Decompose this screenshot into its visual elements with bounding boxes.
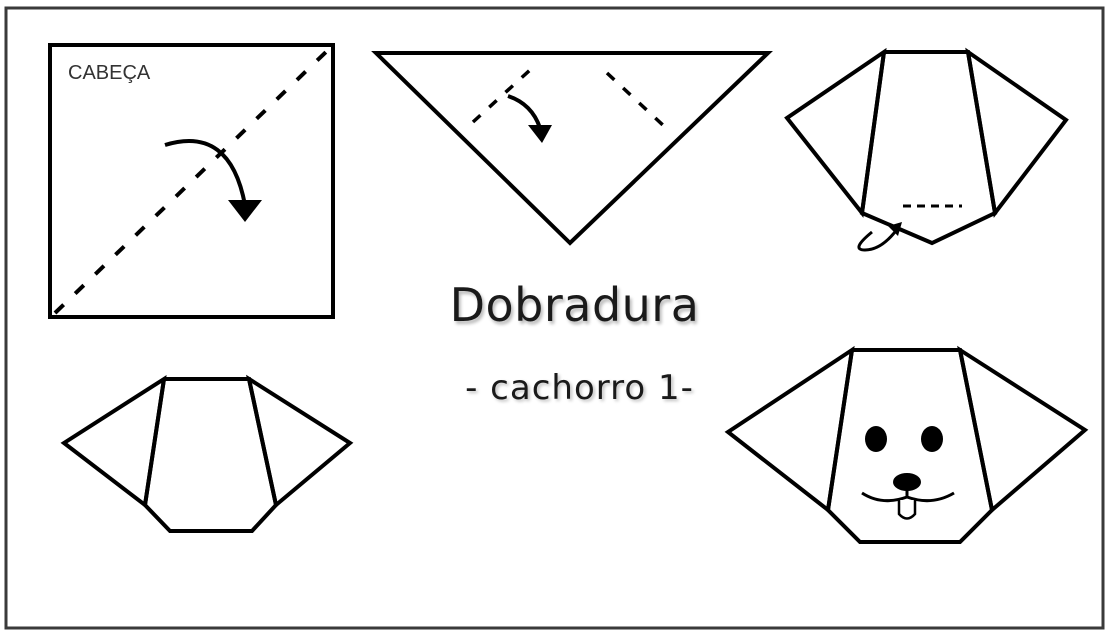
- tongue: [899, 500, 915, 519]
- arrow-head-icon: [228, 200, 262, 222]
- fold-line-left: [473, 70, 530, 122]
- fold-line-right: [607, 73, 665, 127]
- page-title: Dobradura: [0, 278, 1109, 332]
- fold-arrow-icon: [508, 96, 540, 128]
- right-eye: [921, 426, 943, 452]
- right-ear: [968, 52, 1066, 213]
- fold-arrow-icon: [859, 228, 898, 250]
- left-eye: [865, 426, 887, 452]
- left-ear: [787, 52, 884, 213]
- page-subtitle: - cachorro 1-: [0, 368, 1109, 408]
- paper-triangle: [376, 53, 768, 243]
- step-1-square: [50, 45, 333, 317]
- step-2-triangle: [376, 53, 768, 243]
- step-label-cabeca: CABEÇA: [68, 62, 150, 85]
- arrow-head-icon: [528, 125, 552, 143]
- fold-line-diagonal: [55, 50, 328, 313]
- step-3-head-ears: [787, 52, 1066, 250]
- paper-square: [50, 45, 333, 317]
